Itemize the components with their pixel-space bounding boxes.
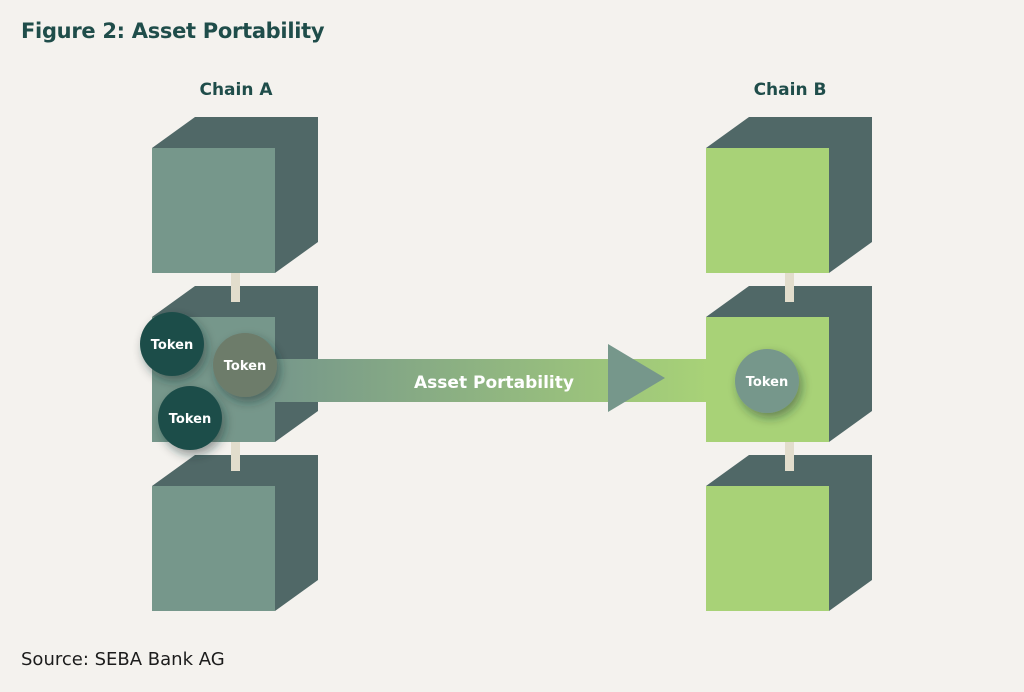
chain-a-label: Chain A <box>199 80 273 100</box>
chain-link <box>785 273 794 302</box>
block-cube <box>706 117 872 273</box>
token-label: Token <box>746 375 788 390</box>
token-b-1: Token <box>735 349 799 413</box>
chain-b <box>706 117 872 611</box>
cube-front <box>152 486 275 611</box>
chain-b-label: Chain B <box>753 80 827 100</box>
cube-front <box>706 148 829 273</box>
chain-link <box>785 442 794 471</box>
token-label: Token <box>169 412 211 427</box>
token-a-2: Token <box>213 333 277 397</box>
cube-side <box>706 117 872 273</box>
block-cube <box>152 442 318 611</box>
token-circle <box>158 386 222 450</box>
arrow-head-icon <box>608 344 665 412</box>
cube-side <box>706 286 872 442</box>
token-a-1: Token <box>140 312 204 376</box>
arrow-label: Asset Portability <box>414 373 574 393</box>
block-cube <box>152 117 318 273</box>
token-label: Token <box>224 359 266 374</box>
token-circle <box>213 333 277 397</box>
source-note: Source: SEBA Bank AG <box>21 649 225 670</box>
chain-link <box>231 273 240 302</box>
cube-front <box>706 486 829 611</box>
block-cube <box>706 273 872 442</box>
block-cube <box>706 442 872 611</box>
cube-side <box>706 455 872 611</box>
token-a-3: Token <box>158 386 222 450</box>
figure-title: Figure 2: Asset Portability <box>21 19 325 43</box>
chain-link <box>231 442 240 471</box>
cube-front <box>152 148 275 273</box>
cube-side <box>152 455 318 611</box>
cube-side <box>152 286 318 442</box>
token-label: Token <box>151 338 193 353</box>
cube-side <box>152 117 318 273</box>
token-circle <box>140 312 204 376</box>
token-circle <box>735 349 799 413</box>
